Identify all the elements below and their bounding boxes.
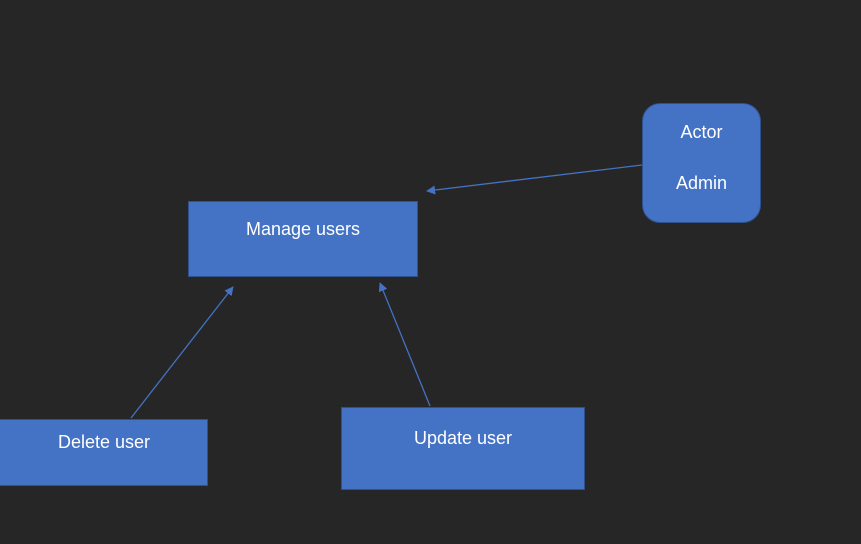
manage-users-label: Manage users bbox=[245, 219, 361, 239]
connector-update-user-to-manage-users[interactable] bbox=[378, 282, 431, 407]
actor-admin-node[interactable]: Actor Admin bbox=[642, 103, 761, 223]
connector-actor-to-manage-users[interactable] bbox=[426, 164, 643, 195]
connector-delete-user-to-manage-users[interactable] bbox=[130, 286, 234, 419]
update-user-label: Update user bbox=[413, 428, 513, 448]
delete-user-node[interactable]: Delete user bbox=[0, 419, 208, 486]
actor-label: Actor bbox=[680, 122, 723, 142]
delete-user-label: Delete user bbox=[57, 432, 151, 452]
update-user-node[interactable]: Update user bbox=[341, 407, 585, 490]
manage-users-node[interactable]: Manage users bbox=[188, 201, 418, 277]
admin-label: Admin bbox=[675, 173, 728, 193]
